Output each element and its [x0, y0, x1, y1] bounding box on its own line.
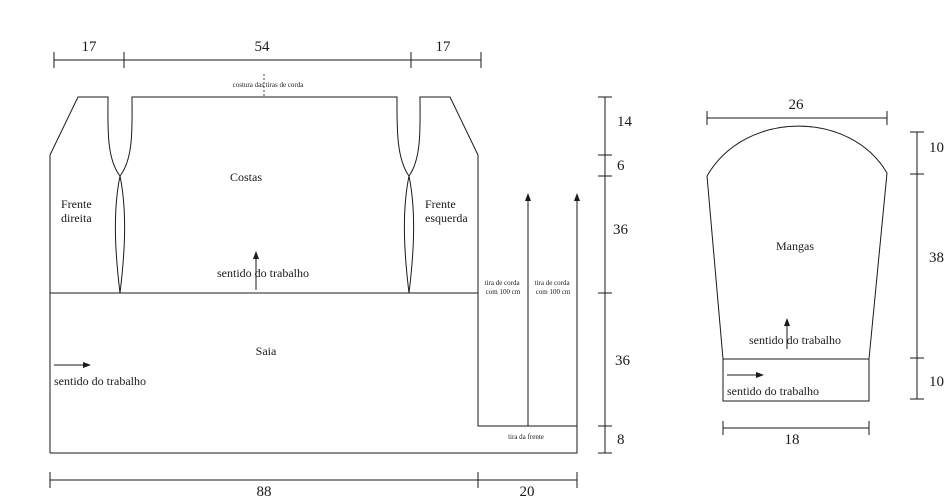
work-direction-skirt: sentido do trabalho: [54, 374, 146, 388]
panel-front-right-label: Frente direita: [61, 197, 95, 225]
sleeve-outline: [706, 125, 888, 402]
body-outline: [49, 96, 578, 454]
work-direction-sleeve: sentido do trabalho: [749, 333, 841, 347]
panel-skirt-label: Saia: [256, 344, 277, 358]
seam-note: costura das tiras de corda: [233, 81, 305, 89]
up-arrow-icon: [574, 193, 580, 201]
cord-strip-arrows: [525, 193, 580, 453]
cord-strip-line: tira de corda: [535, 279, 571, 287]
right-dimension-line: [598, 96, 612, 454]
dim-sleeve-cuff: 10: [929, 374, 944, 390]
up-arrow-icon: [525, 193, 531, 201]
panel-front-left-line: esquerda: [425, 211, 468, 225]
cord-strip-line: tira de corda: [485, 279, 521, 287]
dim-band: 8: [617, 432, 625, 448]
panel-front-left-line: Frente: [425, 197, 456, 211]
right-arrow-icon: [54, 362, 91, 368]
dim-skirt: 36: [615, 353, 631, 369]
up-arrow-icon: [253, 251, 259, 290]
work-direction-cuff: sentido do trabalho: [727, 384, 819, 398]
panel-back-label: Costas: [230, 170, 262, 184]
sleeve-bottom-dimension: [722, 421, 870, 435]
right-arrow-icon: [727, 372, 764, 378]
work-direction-back: sentido do trabalho: [217, 266, 309, 280]
dim-sleeve-cuff-width: 18: [785, 432, 800, 448]
panel-sleeves-label: Mangas: [776, 239, 814, 253]
dim-strip-width: 20: [520, 484, 535, 497]
panel-front-right-line: Frente: [61, 197, 92, 211]
dim-total-width: 88: [257, 484, 272, 497]
bottom-dimension-line: [49, 472, 578, 488]
dim-sleeve-length: 38: [929, 250, 944, 266]
dim-right-front-width: 17: [436, 39, 452, 55]
sleeve-top-dimension: [706, 111, 888, 125]
cord-strip-left-label: tira de corda com 100 cm: [485, 279, 522, 296]
cord-strip-right-label: tira de corda com 100 cm: [535, 279, 572, 296]
sleeve-right-dimension: [910, 131, 924, 400]
dim-sleeve-top-width: 26: [789, 97, 805, 113]
dim-yoke: 14: [617, 114, 633, 130]
panel-front-left-label: Frente esquerda: [425, 197, 468, 225]
top-dimension-line: [53, 52, 482, 68]
panel-front-right-line: direita: [61, 211, 92, 225]
dim-shoulder: 6: [617, 158, 625, 174]
front-strip-label: tira da frente: [508, 433, 544, 441]
dim-left-front-width: 17: [82, 39, 98, 55]
cord-strip-line: com 100 cm: [486, 288, 521, 296]
cord-strip-line: com 100 cm: [536, 288, 571, 296]
dim-sleeve-cap: 10: [929, 140, 944, 156]
dim-back-width: 54: [255, 39, 271, 55]
dim-body: 36: [613, 222, 629, 238]
up-arrow-icon: [784, 318, 790, 349]
